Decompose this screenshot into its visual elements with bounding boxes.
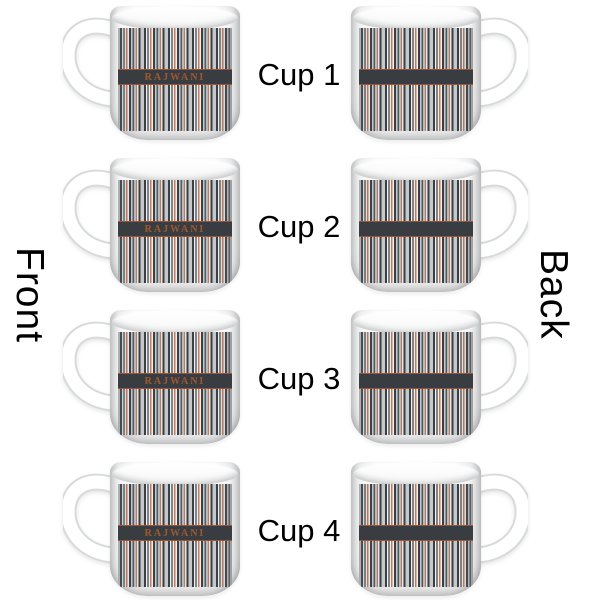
name-band: RAJWANI <box>118 221 232 238</box>
name-band: RAJWANI <box>118 69 232 86</box>
stripe-pattern-print <box>359 332 473 435</box>
cup-rim <box>353 6 479 30</box>
back-view-label: Back <box>532 249 575 340</box>
cup-row-4: RAJWANI Cup 4 <box>0 462 600 600</box>
cup-rim <box>112 6 238 30</box>
brand-text: RAJWANI <box>144 223 206 235</box>
cup-1-back-view <box>351 6 481 140</box>
stripe-pattern-print <box>359 180 473 283</box>
cup-rim <box>353 158 479 182</box>
cup-4-back-view <box>351 462 481 596</box>
cup-label: Cup 3 <box>257 361 341 396</box>
name-band: RAJWANI <box>118 525 232 542</box>
stripe-pattern-print: RAJWANI <box>118 332 232 435</box>
stripe-pattern-print <box>359 484 473 587</box>
cup-body <box>351 158 481 292</box>
cup-2-front-view: RAJWANI <box>110 158 240 292</box>
cup-body <box>351 462 481 596</box>
cup-label: Cup 4 <box>257 513 341 548</box>
stripe-pattern-print: RAJWANI <box>118 484 232 587</box>
cup-rim <box>112 462 238 486</box>
stripe-pattern-print: RAJWANI <box>118 28 232 131</box>
name-band <box>359 373 473 390</box>
cup-body <box>351 310 481 444</box>
cup-4-front-view: RAJWANI <box>110 462 240 596</box>
stripe-pattern-print: RAJWANI <box>118 180 232 283</box>
cup-3-back-view <box>351 310 481 444</box>
front-view-label: Front <box>8 247 51 344</box>
cup-1-front-view: RAJWANI <box>110 6 240 140</box>
stripe-pattern-print <box>359 28 473 131</box>
name-band <box>359 69 473 86</box>
name-band <box>359 525 473 542</box>
cup-label: Cup 2 <box>257 209 341 244</box>
brand-text: RAJWANI <box>144 527 206 539</box>
cup-rim <box>112 310 238 334</box>
cup-rim <box>112 158 238 182</box>
cup-body: RAJWANI <box>110 6 240 140</box>
cup-rim <box>353 310 479 334</box>
cup-body: RAJWANI <box>110 158 240 292</box>
cup-2-back-view <box>351 158 481 292</box>
cup-3-front-view: RAJWANI <box>110 310 240 444</box>
name-band: RAJWANI <box>118 373 232 390</box>
cup-rim <box>353 462 479 486</box>
cup-label: Cup 1 <box>257 57 341 92</box>
cup-row-3: RAJWANI Cup 3 <box>0 310 600 450</box>
cup-body: RAJWANI <box>110 462 240 596</box>
name-band <box>359 221 473 238</box>
cup-body <box>351 6 481 140</box>
cup-body: RAJWANI <box>110 310 240 444</box>
brand-text: RAJWANI <box>144 375 206 387</box>
cup-row-1: RAJWANI Cup 1 <box>0 6 600 146</box>
cup-row-2: RAJWANI Cup 2 <box>0 158 600 298</box>
brand-text: RAJWANI <box>144 71 206 83</box>
